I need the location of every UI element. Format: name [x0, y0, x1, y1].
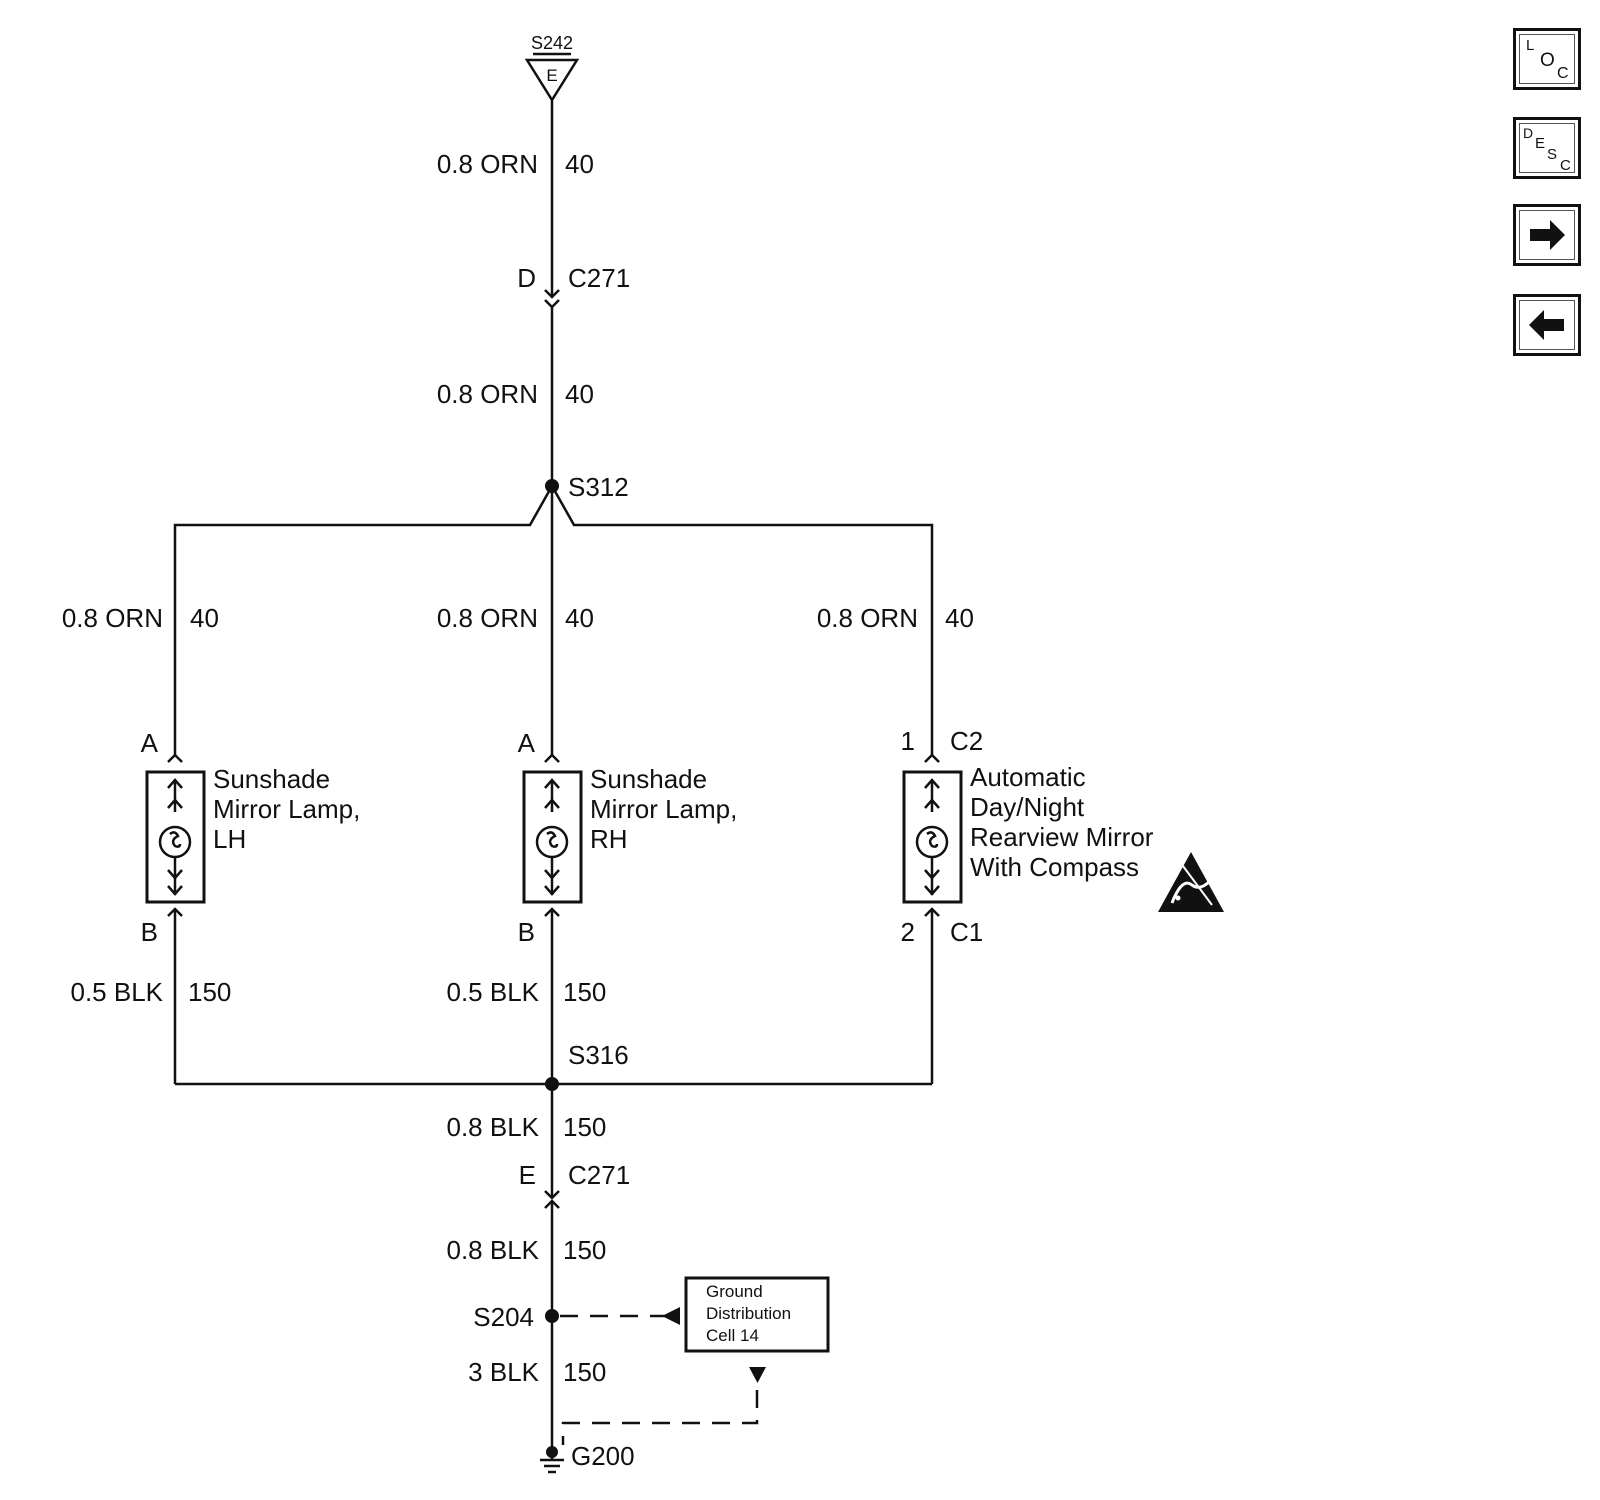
- mirror-name-line-3: Rearview Mirror: [970, 822, 1154, 852]
- connector-c271-top-id: C271: [568, 263, 630, 293]
- desc-letter-e: E: [1535, 135, 1546, 152]
- branch-center-wire-out-spec: 0.5 BLK: [446, 977, 539, 1007]
- splice-s312-label: S312: [568, 472, 629, 502]
- rh-name-line-2: Mirror Lamp,: [590, 794, 737, 824]
- splice-s242-letter: E: [546, 66, 557, 85]
- ground-box-line-3: Cell 14: [706, 1326, 759, 1345]
- wire-feed-2-circuit: 40: [565, 379, 594, 409]
- prev-page-button[interactable]: [1513, 294, 1581, 356]
- component-sunshade-lamp-lh: A B Sunshade Mirror Lamp, LH: [141, 728, 361, 947]
- wire-ground-1-circuit: 150: [563, 1112, 606, 1142]
- lh-name-line-2: Mirror Lamp,: [213, 794, 360, 824]
- loc-button[interactable]: L O C: [1513, 28, 1581, 90]
- mirror-name-line-4: With Compass: [970, 852, 1139, 882]
- ground-box-line-2: Distribution: [706, 1304, 791, 1323]
- loc-letter-o: O: [1540, 50, 1555, 71]
- branch-center-wire-in-spec: 0.8 ORN: [437, 603, 538, 633]
- branch-left-wire-out-spec: 0.5 BLK: [70, 977, 163, 1007]
- wire-branch-left: [173, 485, 554, 755]
- ground-symbol-icon: [540, 1446, 564, 1474]
- right-arrow-icon: [1530, 220, 1565, 250]
- splice-s204-label: S204: [473, 1302, 534, 1332]
- connector-c271-bottom-id: C271: [568, 1160, 630, 1190]
- branch-left-wire-out-circuit: 150: [188, 977, 231, 1007]
- wire-ground-1-spec: 0.8 BLK: [446, 1112, 539, 1142]
- mirror-name-line-2: Day/Night: [970, 792, 1085, 822]
- connector-c271-top-pin: D: [517, 263, 536, 293]
- left-arrow-icon: [1529, 310, 1564, 340]
- component-rearview-mirror: 1 C2 2 C1 Automatic Day/Night Rearview M…: [901, 726, 1224, 947]
- loc-letter-c: C: [1557, 65, 1569, 82]
- mirror-name-line-1: Automatic: [970, 762, 1086, 792]
- desc-button[interactable]: D E S C: [1513, 117, 1581, 179]
- branch-right-wire-in-spec: 0.8 ORN: [817, 603, 918, 633]
- branch-right-wire-in-circuit: 40: [945, 603, 974, 633]
- reference-arrow-icon: [662, 1307, 680, 1325]
- connector-male-chevron-icon: [544, 1190, 560, 1200]
- splice-s242-label: S242: [531, 33, 573, 53]
- desc-letter-d: D: [1523, 125, 1534, 141]
- branch-center-wire-in-circuit: 40: [565, 603, 594, 633]
- connector-female-chevron-icon: [544, 299, 560, 309]
- wire-feed-1-circuit: 40: [565, 149, 594, 179]
- wire-ground-2-spec: 0.8 BLK: [446, 1235, 539, 1265]
- connector-chevron-icon: [167, 753, 183, 763]
- rh-name-line-1: Sunshade: [590, 764, 707, 794]
- splice-pack-triangle-icon: [524, 58, 580, 103]
- ground-dist-dashed-return: [561, 1390, 759, 1445]
- rh-name-line-3: RH: [590, 824, 628, 854]
- mirror-conn-top: C2: [950, 726, 983, 756]
- wire-feed-1-spec: 0.8 ORN: [437, 149, 538, 179]
- lh-name-line-1: Sunshade: [213, 764, 330, 794]
- lh-name-line-3: LH: [213, 824, 246, 854]
- ground-distribution-box[interactable]: Ground Distribution Cell 14: [684, 1276, 830, 1353]
- wire-ground-2-circuit: 150: [563, 1235, 606, 1265]
- splice-s316-label: S316: [568, 1040, 629, 1070]
- mirror-conn-bottom: C1: [950, 917, 983, 947]
- lh-pin-bottom: B: [141, 917, 158, 947]
- wire-ground-3-circuit: 150: [563, 1357, 606, 1387]
- connector-c271-bottom-pin: E: [519, 1160, 536, 1190]
- branch-left-wire-in-spec: 0.8 ORN: [62, 603, 163, 633]
- ground-box-line-1: Ground: [706, 1282, 763, 1301]
- rh-pin-bottom: B: [518, 917, 535, 947]
- splice-s204-dot: [545, 1309, 559, 1323]
- mirror-pin-bottom: 2: [901, 917, 915, 947]
- next-page-button[interactable]: [1513, 204, 1581, 266]
- branch-center-wire-out-circuit: 150: [563, 977, 606, 1007]
- component-sunshade-lamp-rh: A B Sunshade Mirror Lamp, RH: [518, 728, 738, 947]
- desc-letter-s: S: [1547, 146, 1558, 163]
- reference-arrow-down-icon: [749, 1367, 766, 1383]
- connector-male-chevron-icon: [544, 289, 560, 299]
- rh-pin-top: A: [518, 728, 536, 758]
- wire-ground-3-spec: 3 BLK: [468, 1357, 539, 1387]
- loc-letter-l: L: [1526, 37, 1535, 54]
- mirror-pin-top: 1: [901, 726, 915, 756]
- branch-left-wire-in-circuit: 40: [190, 603, 219, 633]
- wire-feed-2-spec: 0.8 ORN: [437, 379, 538, 409]
- esd-warning-icon: [1158, 852, 1224, 912]
- lh-pin-top: A: [141, 728, 159, 758]
- wire-branch-right: [550, 485, 934, 755]
- connector-chevron-icon: [544, 753, 560, 763]
- connector-chevron-icon: [924, 753, 940, 763]
- desc-letter-c: C: [1560, 157, 1571, 174]
- ground-g200-label: G200: [571, 1441, 635, 1471]
